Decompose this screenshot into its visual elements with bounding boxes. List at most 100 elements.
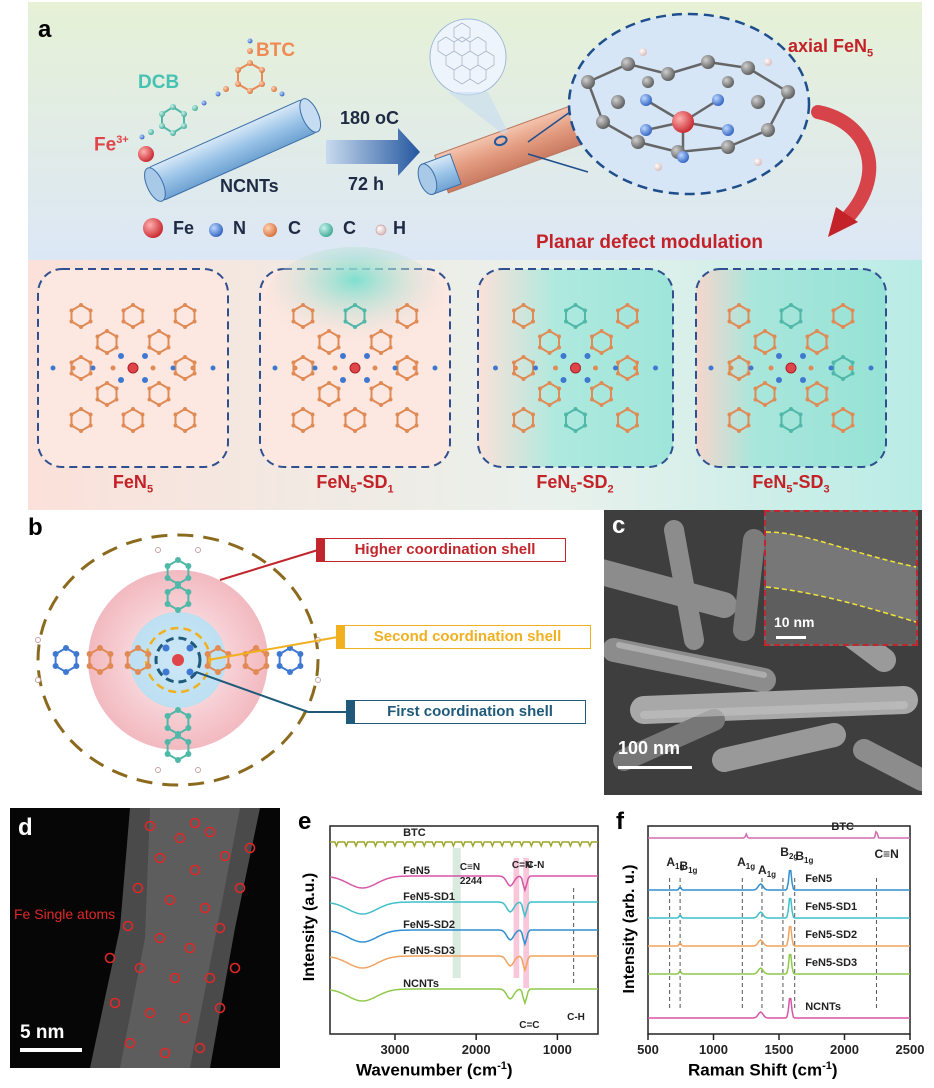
first-shell-label: First coordination shell: [354, 700, 586, 724]
panel-d-letter: d: [18, 814, 33, 841]
panel-b-molecule: [35, 547, 321, 773]
ftir-series-1: [329, 875, 598, 893]
dcb-molecule: [139, 100, 207, 140]
ftir-series-2: [329, 901, 598, 919]
ftir-series-5: [329, 988, 598, 1006]
raman-series-1: [648, 869, 910, 891]
raman-xlabel-end: ): [831, 1060, 838, 1080]
structure-label-1: FeN5: [112, 472, 154, 496]
structure-label-4: FeN5-SD3: [752, 472, 830, 496]
ftir-annotation-3: C-N: [527, 860, 545, 871]
raman-series-5: [648, 997, 910, 1019]
panel-b: b Higher coordination shell Second coord…: [28, 512, 598, 807]
inset-scale-label: 10 nm: [774, 614, 815, 630]
raman-xlabel-text: Raman Shift (cm: [688, 1060, 823, 1080]
raman-xtick-label-2: 1500: [765, 1042, 794, 1057]
temp-unit: oC: [375, 108, 400, 128]
fe3-sup: 3+: [116, 134, 129, 146]
fe-ion-ball: [138, 146, 154, 162]
fe-atom-circles: [104, 817, 256, 1059]
higher-leader-line: [219, 549, 319, 581]
temp-label: 180 oC: [340, 108, 399, 129]
btc-label: BTC: [256, 40, 296, 61]
raman-xtick-label-1: 1000: [699, 1042, 728, 1057]
raman-series-label-1: FeN5: [805, 873, 832, 885]
raman-xtick-label-3: 2000: [830, 1042, 859, 1057]
raman-annotation-1: B1g: [679, 859, 697, 875]
panel-a-letter: a: [38, 16, 52, 43]
watermark: ◎ 大数跨境: [10, 1064, 94, 1088]
structure-box-2: [259, 247, 451, 468]
cn-single-band: [523, 858, 529, 988]
ftir-annotation-1: 2244: [460, 876, 483, 887]
time-label: 72 h: [348, 174, 385, 194]
planar-label: Planar defect modulation: [536, 232, 763, 253]
temp-value: 180: [340, 108, 376, 128]
legend-label-4: H: [393, 218, 406, 238]
axial-label: axial FeN5: [788, 36, 873, 60]
fe3-text: Fe: [94, 134, 117, 156]
raman-series-label-3: FeN5-SD2: [805, 929, 857, 941]
raman-series-3: [648, 925, 910, 947]
ftir-annotation-0: C≡N: [460, 862, 480, 873]
axial-main: axial FeN: [788, 36, 868, 56]
cn-double-band: [513, 858, 520, 978]
panel-f-letter: f: [616, 808, 624, 835]
fen5-model: [581, 48, 795, 171]
fen5-zoom-ellipse: [567, 12, 811, 196]
legend-label-2: C: [288, 218, 301, 238]
ftir-xlabel: Wavenumber (cm-1): [356, 1060, 513, 1081]
watermark-icon: ◎: [10, 1070, 31, 1087]
panel-c-sem-image: 10 nm c 100 nm: [604, 510, 922, 795]
raman-annotation-5: B1g: [795, 849, 813, 865]
ncnts-label: NCNTs: [220, 176, 279, 196]
curved-arrow: [811, 105, 877, 224]
sem-scale-label: 100 nm: [618, 738, 681, 758]
ftir-ylabel: Intensity (a.u.): [301, 872, 318, 982]
ftir-xtick-label-0: 3000: [381, 1042, 410, 1057]
reaction-arrow: [326, 128, 420, 176]
ftir-series-label-5: NCNTs: [403, 978, 439, 990]
axial-sub: 5: [867, 47, 874, 60]
ftir-chart: BTCFeN5FeN5-SD1FeN5-SD2FeN5-SD3NCNTs3000…: [329, 825, 599, 1057]
ftir-series-label-1: FeN5: [403, 865, 430, 877]
ftir-annotation-4: C=C: [519, 1020, 539, 1031]
raman-cn-annotation: C≡N: [874, 847, 898, 861]
raman-series-0: [648, 830, 910, 839]
ftir-series-label-0: BTC: [403, 827, 426, 839]
watermark-text: 大数跨境: [30, 1070, 95, 1087]
raman-xlabel: Raman Shift (cm-1): [688, 1060, 838, 1081]
haadf-texture: [10, 808, 280, 1068]
raman-series-label-4: FeN5-SD3: [805, 957, 857, 969]
fe-single-atoms-label: Fe Single atoms: [14, 906, 116, 922]
ftir-xlabel-sup: -1: [497, 1060, 507, 1072]
sem-scale-bar: [618, 766, 692, 769]
haadf-scale-label: 5 nm: [20, 1022, 65, 1043]
sem-inset: 10 nm: [764, 510, 918, 646]
panel-b-letter: b: [28, 514, 43, 541]
panel-a: a BTC DCB Fe3+ NCNTs 180 oC 72 h axial F…: [28, 2, 922, 512]
raman-annotation-3: A1g: [758, 863, 776, 879]
zoom-lattice-circle: [429, 18, 507, 96]
raman-xtick-label-0: 500: [637, 1042, 659, 1057]
higher-shell-label: Higher coordination shell: [324, 538, 566, 562]
raman-plot-frame: [647, 825, 911, 1035]
ftir-xlabel-text: Wavenumber (cm: [356, 1060, 498, 1080]
ftir-xtick-label-2: 1000: [543, 1042, 572, 1057]
panel-d-haadf-image: d Fe Single atoms 5 nm: [10, 808, 280, 1068]
ftir-xlabel-end: ): [506, 1060, 513, 1080]
raman-series-4: [648, 953, 910, 975]
ftir-series-label-2: FeN5-SD1: [403, 891, 455, 903]
tem-inset-texture: [766, 512, 916, 644]
raman-ylabel: Intensity (arb. u.): [621, 864, 638, 994]
haadf-scale-bar: [20, 1048, 82, 1052]
legend-label-1: N: [233, 218, 246, 238]
raman-series-label-5: NCNTs: [805, 1001, 841, 1013]
fe3-label: Fe3+: [94, 134, 129, 156]
cn-band: [452, 848, 461, 978]
second-shell-label: Second coordination shell: [344, 625, 591, 649]
structure-lattices: [50, 303, 874, 433]
